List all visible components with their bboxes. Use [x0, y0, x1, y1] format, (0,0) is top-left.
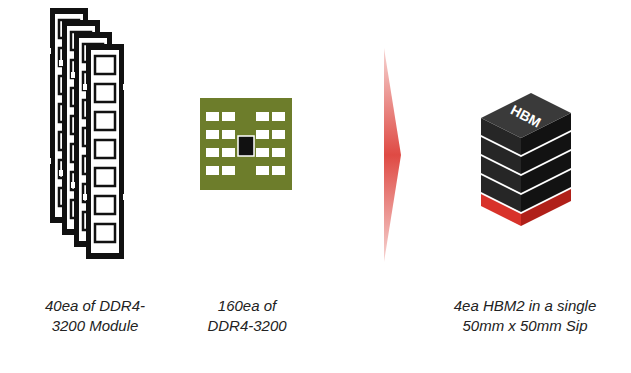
dimm-modules — [47, 8, 127, 259]
ddr4-board — [200, 98, 292, 190]
caption: 40ea of DDR4-3200 Module — [42, 296, 148, 337]
caption: 4ea HBM2 in a single 50mm x 50mm Sip — [451, 296, 599, 337]
arrow-chevron — [384, 48, 401, 262]
caption: 160ea of DDR4-3200 — [205, 296, 290, 337]
hbm-stack: HBM — [476, 88, 576, 233]
chip-label: HBM — [508, 101, 544, 130]
